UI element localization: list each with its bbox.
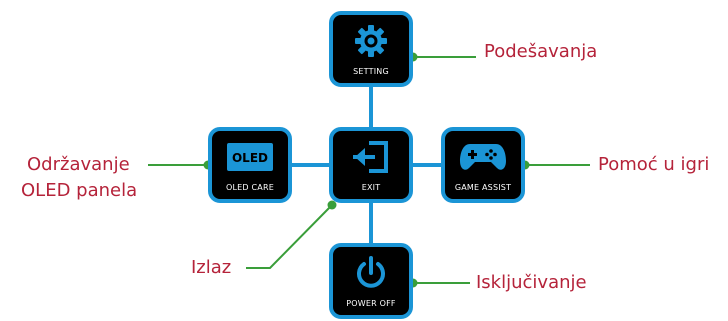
gear-icon — [333, 21, 409, 61]
callout-exit: Izlaz — [191, 257, 232, 278]
callout-oled-line2: OLED panela — [21, 180, 138, 201]
exit-icon — [333, 137, 409, 177]
callout-game-assist: Pomoć u igri — [598, 154, 710, 175]
oled-icon: OLED — [212, 137, 288, 177]
setting-caption: SETTING — [353, 67, 389, 76]
game-assist-tile[interactable]: GAME ASSIST — [441, 127, 525, 203]
exit-tile[interactable]: EXIT — [329, 127, 413, 203]
oled-badge-text: OLED — [232, 151, 268, 165]
power-off-caption: POWER OFF — [346, 299, 396, 308]
oled-care-caption: OLED CARE — [226, 183, 274, 192]
oled-care-tile[interactable]: OLED OLED CARE — [208, 127, 292, 203]
setting-tile[interactable]: SETTING — [329, 11, 413, 87]
power-off-tile[interactable]: POWER OFF — [329, 243, 413, 319]
power-icon — [333, 253, 409, 293]
callout-setting: Podešavanja — [484, 41, 598, 62]
leader-dot-exit — [327, 200, 337, 210]
gamepad-icon — [445, 137, 521, 177]
callout-oled-line1: Održavanje — [27, 154, 130, 175]
leader-line-exit — [246, 204, 333, 269]
game-assist-caption: GAME ASSIST — [454, 183, 512, 192]
callout-power-off: Isključivanje — [476, 272, 587, 293]
exit-caption: EXIT — [361, 183, 381, 192]
